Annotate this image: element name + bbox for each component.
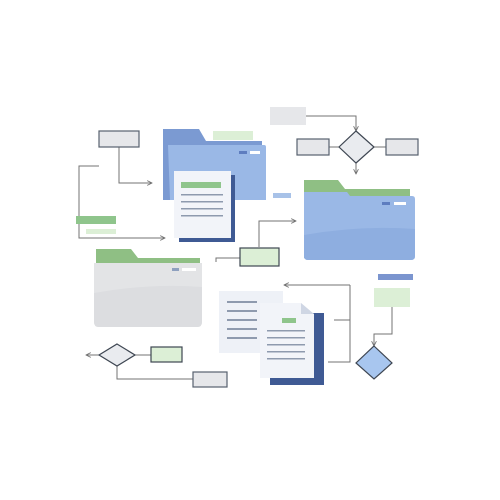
connector-diamond-to-bottom-box xyxy=(116,366,193,380)
process-box-left-of-diamond xyxy=(296,138,330,156)
green-process-box-bottom xyxy=(150,346,183,363)
folder-blue-icon xyxy=(304,180,415,260)
connectors xyxy=(78,115,393,380)
green-process-box-right xyxy=(374,288,410,307)
decision-diamond-icon xyxy=(338,130,375,164)
green-label-bar-light xyxy=(86,229,116,234)
connector-right-bracket xyxy=(328,285,351,363)
blue-label-bar-right xyxy=(378,274,413,280)
process-box-bottom xyxy=(192,371,228,388)
decision-diamond-icon xyxy=(355,345,393,380)
document-icon xyxy=(260,303,324,385)
blue-label-bar-small xyxy=(273,193,291,198)
folder-gray-icon xyxy=(94,249,202,327)
connector-green-to-folder xyxy=(258,221,296,247)
process-box-topleft xyxy=(98,130,140,148)
document-icon xyxy=(174,171,235,242)
process-box-right-of-diamond xyxy=(385,138,419,156)
green-label-bar xyxy=(76,216,116,224)
connector-left-bracket xyxy=(78,165,165,238)
connector-green-to-diamond xyxy=(374,307,393,346)
connector-top-box-to-diamond xyxy=(306,115,356,131)
decision-diamond-icon xyxy=(97,343,137,367)
connector-green-left xyxy=(215,257,240,262)
green-process-box-middle xyxy=(239,247,280,267)
process-box-top xyxy=(270,107,306,125)
connector-box-to-folder xyxy=(118,147,152,183)
